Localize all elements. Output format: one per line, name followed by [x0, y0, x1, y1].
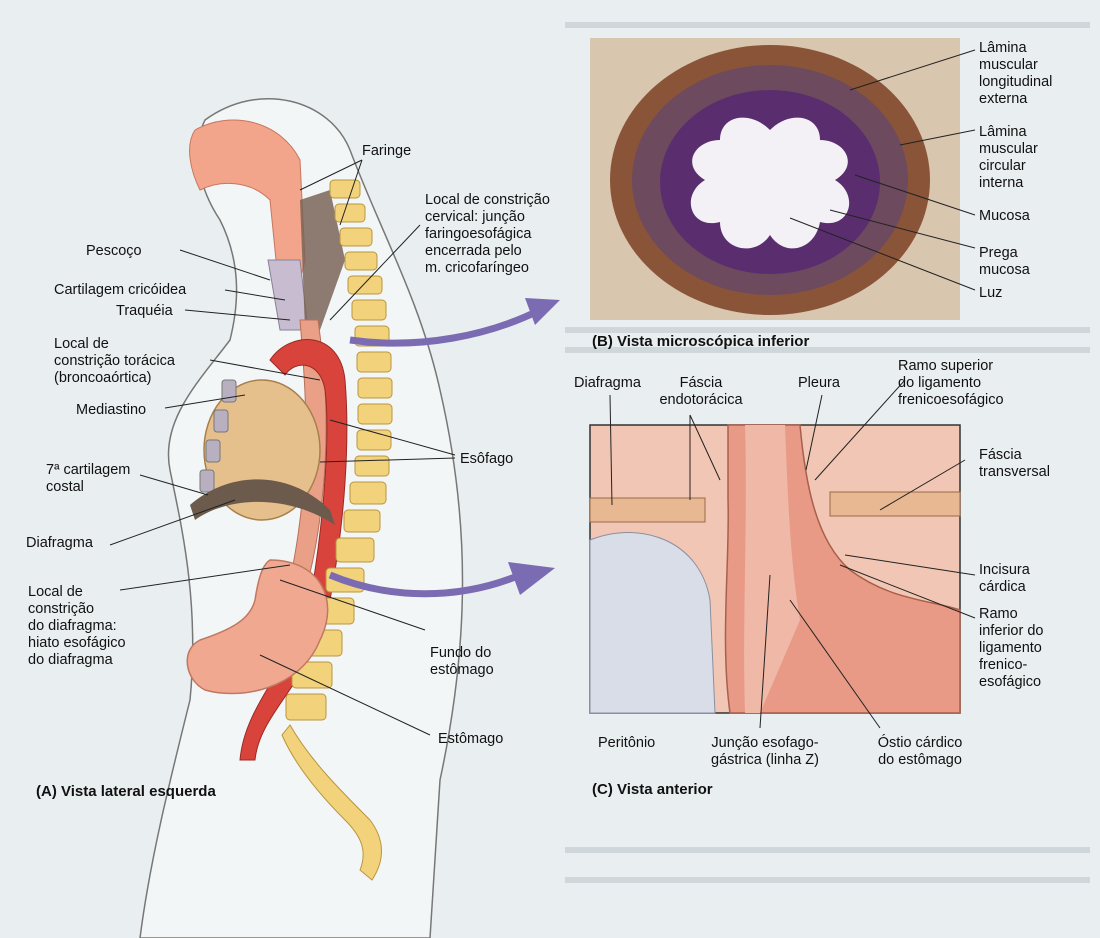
label-esofago: Esôfago [460, 451, 514, 467]
panel-a-art [139, 97, 560, 938]
ribs [199, 379, 237, 493]
label-fundo-estomago: Fundo do estômago [430, 645, 494, 678]
label-incisura-cardica: Incisura cárdica [979, 562, 1030, 595]
label-luz: Luz [979, 285, 1003, 301]
label-ramo-superior: Ramo superior do ligamento frenicoesofág… [898, 358, 1004, 408]
stomach [186, 559, 329, 695]
lumen [690, 117, 850, 249]
label-pescoco: Pescoço [86, 243, 142, 259]
caption-panel-b: (B) Vista microscópica inferior [592, 333, 810, 350]
arrow-to-c-head [508, 562, 555, 595]
caption-panel-c: (C) Vista anterior [592, 781, 713, 798]
label-diafragma-a: Diafragma [26, 535, 93, 551]
diaphragm-band-left [589, 497, 706, 523]
label-diafragma-c: Diafragma [574, 375, 641, 391]
label-juncao-esofagogastrica: Junção esofago- gástrica (linha Z) [711, 735, 819, 768]
label-prega-mucosa: Prega mucosa [979, 245, 1030, 278]
panel-c-art [589, 424, 961, 714]
neck-muscle [300, 190, 345, 330]
label-local-cervical: Local de constrição cervical: junção far… [425, 192, 550, 276]
caption-panel-a: (A) Vista lateral esquerda [36, 783, 216, 800]
label-estomago: Estômago [438, 731, 504, 747]
label-lamina-circular: Lâmina muscular circular interna [979, 124, 1038, 191]
label-cartilagem-cricoidea: Cartilagem cricóidea [54, 282, 187, 298]
panel-b-art [590, 38, 960, 320]
label-7a-cartilagem-costal: 7ª cartilagem costal [46, 462, 131, 495]
label-pleura: Pleura [798, 375, 840, 391]
label-local-toracica: Local de constrição torácica (broncoaórt… [54, 336, 175, 386]
arrow-to-c [328, 571, 522, 598]
arrow-to-b-head [525, 298, 560, 325]
label-ramo-inferior: Ramo inferior do ligamento frenico- esof… [979, 606, 1044, 690]
label-faringe: Faringe [362, 143, 412, 159]
peritoneum-area [589, 532, 716, 714]
diaphragm [190, 479, 335, 525]
label-mucosa: Mucosa [979, 208, 1030, 224]
label-mediastino: Mediastino [76, 402, 147, 418]
arrow-to-b [349, 306, 542, 347]
label-peritonio: Peritônio [598, 735, 656, 751]
panel-a-leaders [109, 159, 456, 736]
label-local-diafragma: Local de constrição do diafragma: hiato … [28, 584, 126, 668]
panel-b-leaders [789, 49, 976, 291]
label-ostio-cardico: Óstio cárdico do estômago [877, 735, 963, 768]
label-fascia-transversal: Fáscia transversal [979, 447, 1050, 480]
label-fascia-endotoracica: Fáscia endotorácica [659, 375, 743, 408]
diaphragm-band-right [829, 491, 961, 517]
panel-c-leaders [609, 379, 976, 729]
label-lamina-longitudinal: Lâmina muscular longitudinal externa [979, 40, 1053, 107]
label-traqueia: Traquéia [116, 303, 173, 319]
background-text-lines [565, 22, 1090, 883]
esophagus-inner [744, 425, 800, 713]
